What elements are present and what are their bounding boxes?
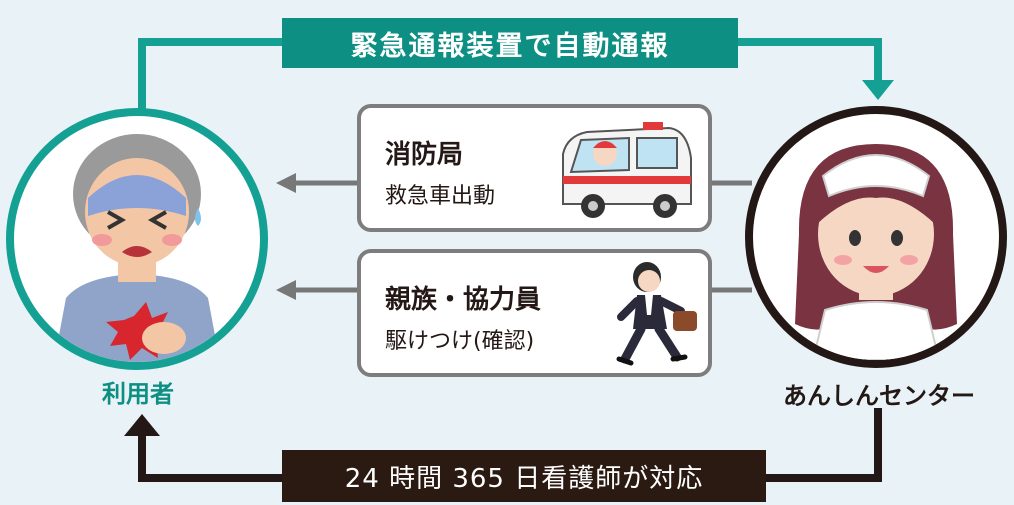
fire-dept-subtitle: 救急車出動 [385, 184, 496, 209]
auto-notify-banner: 緊急通報装置で自動通報 [282, 18, 738, 68]
family-title: 親族・協力員 [385, 285, 542, 315]
ambulance-icon [562, 122, 692, 218]
top-arrowhead [862, 80, 894, 100]
center-label: あんしんセンター [783, 382, 975, 410]
family-arrowhead [276, 280, 296, 300]
running-woman-icon [616, 262, 697, 366]
center-circle [745, 106, 1007, 368]
user-label: 利用者 [102, 380, 174, 408]
distressed-elder-icon [54, 134, 220, 362]
family-subtitle: 駆けつけ(確認) [385, 329, 535, 354]
bottom-arrowhead [124, 414, 160, 436]
nurse-support-banner: 24 時間 365 日看護師が対応 [282, 450, 766, 502]
nurse-icon [795, 144, 957, 360]
fire-arrowhead [276, 173, 296, 193]
fire-dept-title: 消防局 [385, 140, 464, 170]
family-box: 親族・協力員 駆けつけ(確認) [357, 249, 712, 377]
fire-dept-box: 消防局 救急車出動 [357, 104, 712, 232]
user-circle [6, 108, 268, 370]
